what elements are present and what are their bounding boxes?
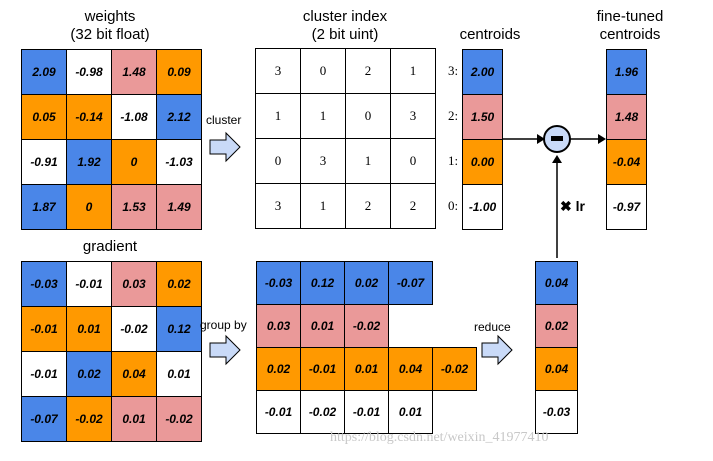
gradient-cell: 0.03 xyxy=(111,261,157,307)
grouped-cell: -0.02 xyxy=(344,304,389,348)
minus-to-finetuned-arrowhead xyxy=(598,134,606,144)
weights-cell: -1.03 xyxy=(156,139,202,185)
centroid-cell: 1.50 xyxy=(462,94,503,140)
reduced-gradient-cell: 0.04 xyxy=(535,347,578,391)
finetuned-centroid-cell: -0.97 xyxy=(606,184,647,230)
finetuned-centroid-cell: 1.96 xyxy=(606,49,647,95)
gradient-cell: -0.02 xyxy=(111,306,157,352)
finetuned-title: fine-tuned centroids xyxy=(580,8,680,44)
reduced-to-minus-arrowhead xyxy=(552,155,562,163)
grouped-cell: -0.01 xyxy=(256,390,301,434)
cluster-label: cluster xyxy=(206,113,242,127)
centroids-to-minus-arrowhead xyxy=(537,134,545,144)
weights-cell: -1.08 xyxy=(111,94,157,140)
watermark-text: https://blog.csdn.net/weixin_41977410 xyxy=(330,430,549,445)
centroid-index-label: 3: xyxy=(448,63,459,78)
weights-title-line2: (32 bit float) xyxy=(70,26,150,43)
weights-cell: 2.12 xyxy=(156,94,202,140)
grouped-cell: 0.01 xyxy=(344,347,389,391)
gradient-cell: -0.02 xyxy=(156,396,202,442)
weights-cell: 2.09 xyxy=(21,49,67,95)
gradient-title: gradient xyxy=(82,238,138,255)
weights-title-line1: weights xyxy=(84,8,136,25)
lr-label: ✖ lr xyxy=(560,198,585,214)
gradient-cell: 0.04 xyxy=(111,351,157,397)
gradient-cell: -0.07 xyxy=(21,396,67,442)
gradient-cell: -0.01 xyxy=(21,306,67,352)
grouped-cell: 0.12 xyxy=(300,261,345,305)
gradient-cell: -0.01 xyxy=(66,261,112,307)
grouped-cell: -0.07 xyxy=(388,261,433,305)
cluster-index-cell: 2 xyxy=(390,183,436,229)
cluster-index-title-line2: (2 bit uint) xyxy=(311,26,379,43)
cluster-index-cell: 3 xyxy=(255,48,301,94)
grouped-cell: 0.01 xyxy=(388,390,433,434)
centroid-index-label: 1: xyxy=(448,153,459,168)
weights-cell: 1.92 xyxy=(66,139,112,185)
grouped-cell: -0.02 xyxy=(300,390,345,434)
cluster-index-title: cluster index (2 bit uint) xyxy=(265,8,425,44)
centroid-index-label: 2: xyxy=(448,108,459,123)
centroid-index-label: 0: xyxy=(448,198,459,213)
cluster-index-cell: 1 xyxy=(390,48,436,94)
cluster-arrow-icon xyxy=(209,131,241,163)
centroid-cell: 2.00 xyxy=(462,49,503,95)
reduce-label: reduce xyxy=(474,320,511,334)
gradient-cell: 0.01 xyxy=(156,351,202,397)
weights-title: weights (32 bit float) xyxy=(30,8,190,44)
gradient-cell: 0.02 xyxy=(156,261,202,307)
grouped-cell: 0.04 xyxy=(388,347,433,391)
finetuned-title-line1: fine-tuned xyxy=(596,8,664,25)
reduced-gradient-cell: 0.04 xyxy=(535,261,578,305)
centroid-cell: 0.00 xyxy=(462,139,503,185)
grouped-cell: -0.02 xyxy=(432,347,477,391)
finetuned-title-line2: centroids xyxy=(599,26,661,43)
centroid-cell: -1.00 xyxy=(462,184,503,230)
weights-cell: 1.49 xyxy=(156,184,202,230)
grouped-cell: -0.01 xyxy=(344,390,389,434)
reduce-arrow-icon xyxy=(481,334,513,366)
grouped-cell: 0.01 xyxy=(300,304,345,348)
group-by-label: group by xyxy=(200,318,247,332)
finetuned-centroid-cell: 1.48 xyxy=(606,94,647,140)
group-by-arrow-icon xyxy=(209,334,241,366)
finetuned-centroid-cell: -0.04 xyxy=(606,139,647,185)
cluster-index-cell: 3 xyxy=(255,183,301,229)
weights-cell: 0.09 xyxy=(156,49,202,95)
cluster-index-cell: 0 xyxy=(390,138,436,184)
reduced-gradient-cell: -0.03 xyxy=(535,390,578,434)
cluster-index-title-line1: cluster index xyxy=(302,8,388,25)
grouped-cell: -0.01 xyxy=(300,347,345,391)
gradient-cell: 0.12 xyxy=(156,306,202,352)
centroids-title: centroids xyxy=(459,26,521,43)
cluster-index-cell: 1 xyxy=(345,138,391,184)
gradient-cell: 0.02 xyxy=(66,351,112,397)
